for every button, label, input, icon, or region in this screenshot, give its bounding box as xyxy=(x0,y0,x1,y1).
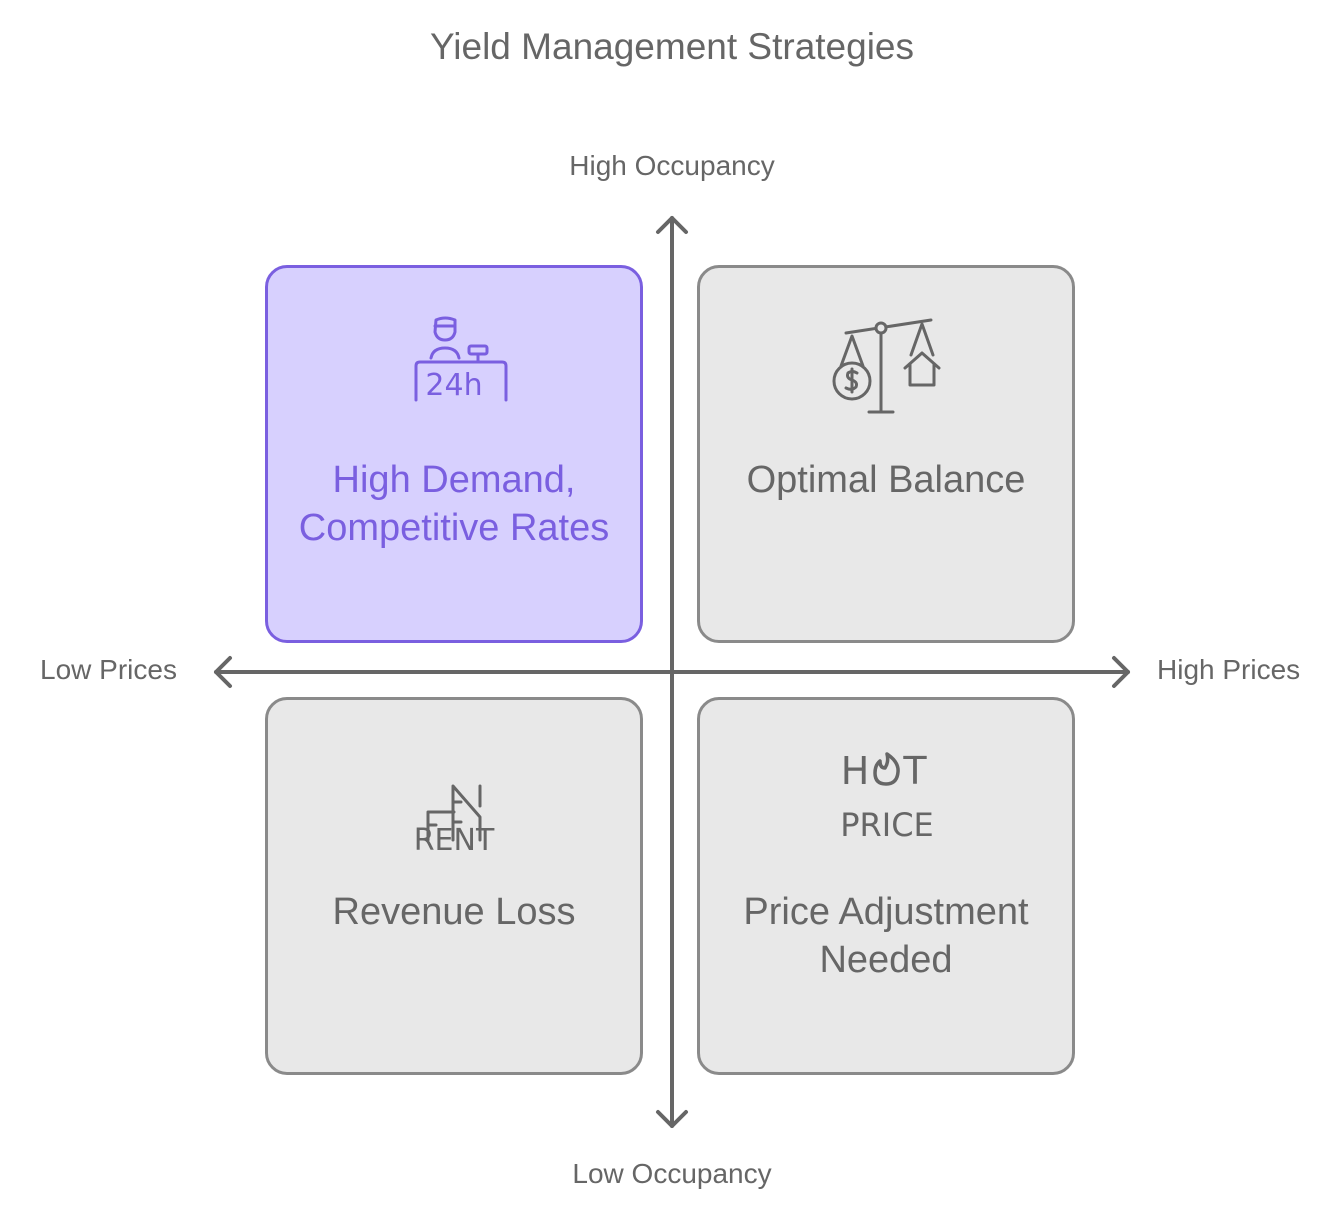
arrow-up-icon xyxy=(656,216,688,234)
arrow-right-icon xyxy=(1112,656,1130,688)
flame-icon xyxy=(873,752,900,786)
quadrant-label: High Demand, Competitive Rates xyxy=(278,456,630,552)
icon-letter-t: T xyxy=(902,749,927,793)
hot-price-icon: H T PRICE xyxy=(840,749,934,844)
quadrant-label-line: Optimal Balance xyxy=(746,459,1026,501)
quadrant-high-demand-competitive-rates: 24h High Demand, Competitive Rates xyxy=(265,265,643,643)
arrow-left-icon xyxy=(214,656,232,688)
balance-scale-money-house-icon xyxy=(832,318,941,414)
24h-reception-desk-icon: 24h xyxy=(414,316,508,403)
quadrant-label-line: Price Adjustment xyxy=(743,891,1029,933)
diagram-title: Yield Management Strategies xyxy=(429,26,915,67)
quadrant-label-line: Revenue Loss xyxy=(332,891,576,933)
icon-label-price: PRICE xyxy=(840,806,934,844)
axis-label-low-occupancy: Low Occupancy xyxy=(572,1158,772,1189)
icon-label-24h: 24h xyxy=(425,368,482,403)
icon-label-rent: RENT xyxy=(414,823,495,850)
quadrant-label: Revenue Loss xyxy=(278,888,630,936)
axis-label-high-prices: High Prices xyxy=(1157,654,1301,685)
quadrant-label: Price Adjustment Needed xyxy=(710,888,1062,984)
rent-building-icon: RENT xyxy=(414,784,495,850)
icon-letter-h: H xyxy=(841,749,870,793)
quadrant-revenue-loss: RENT Revenue Loss xyxy=(265,697,643,1075)
quadrant-label-line: Competitive Rates xyxy=(298,507,610,549)
quadrant-optimal-balance: Optimal Balance xyxy=(697,265,1075,643)
quadrant-label-line: Needed xyxy=(819,939,953,981)
axis-label-high-occupancy: High Occupancy xyxy=(569,150,775,181)
arrow-down-icon xyxy=(656,1110,688,1128)
quadrant-label: Optimal Balance xyxy=(710,456,1062,504)
axis-label-low-prices: Low Prices xyxy=(40,654,177,685)
quadrant-price-adjustment-needed: H T PRICE Price Adjustment Needed xyxy=(697,697,1075,1075)
quadrant-label-line: High Demand, xyxy=(332,459,576,501)
